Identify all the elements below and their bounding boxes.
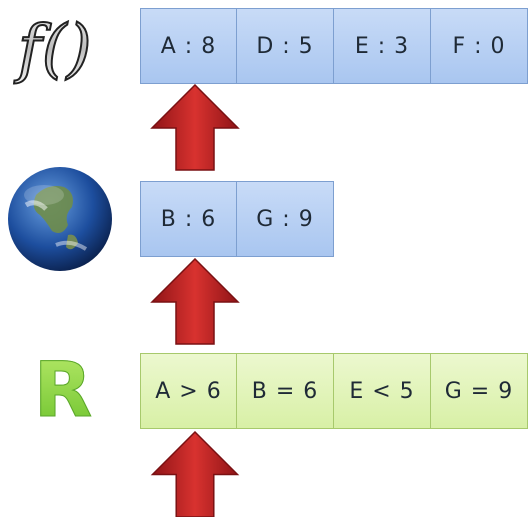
relation-cell-e: E < 5	[334, 353, 431, 429]
relation-cell-b: B = 6	[237, 353, 334, 429]
world-cell-b: B : 6	[140, 181, 237, 257]
function-cell-a: A : 8	[140, 8, 237, 84]
relation-cell-g: G = 9	[431, 353, 528, 429]
relation-row: A > 6 B = 6 E < 5 G = 9	[140, 353, 528, 429]
function-row: A : 8 D : 5 E : 3 F : 0	[140, 8, 528, 84]
function-cell-e: E : 3	[334, 8, 431, 84]
up-arrow-icon	[150, 84, 240, 171]
earth-globe-icon	[8, 167, 112, 271]
relation-cell-a: A > 6	[140, 353, 237, 429]
function-cell-f: F : 0	[431, 8, 528, 84]
up-arrow-icon	[150, 258, 240, 345]
function-cell-d: D : 5	[237, 8, 334, 84]
relation-r-icon: R	[28, 345, 98, 435]
up-arrow-icon	[150, 431, 240, 517]
function-symbol-icon: f()	[13, 11, 93, 86]
world-row: B : 6 G : 9	[140, 181, 334, 257]
function-symbol-text: f()	[14, 12, 92, 86]
world-cell-g: G : 9	[237, 181, 334, 257]
